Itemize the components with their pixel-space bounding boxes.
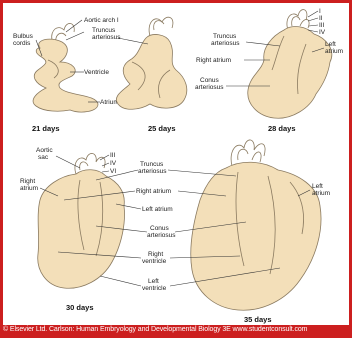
stage-30-days: Aortic sac III IV VI Right atrium 30 day… [20,147,125,312]
label-truncus-25-1: Truncus [92,27,116,34]
label-conus-30-2: arteriosus [147,232,176,239]
label-left-ventricle-1: Left [148,278,159,285]
label-left-ventricle-2: ventricle [142,285,167,292]
label-left-atrium-28-1: Left [325,41,336,48]
label-arch-iii-30: III [110,152,116,159]
label-ventricle: Ventricle [84,69,109,76]
label-truncus-25-2: arteriosus [92,34,121,41]
copyright-footer: © Elsevier Ltd. Carlson: Human Embryolog… [0,325,352,338]
label-arch-iv-30: IV [110,160,117,167]
day-label-25: 25 days [148,124,176,133]
label-right-atrium-28: Right atrium [196,57,231,64]
label-truncus-28-1: Truncus [213,33,237,40]
label-right-ventricle-1: Right [148,251,163,258]
copyright-text: © Elsevier Ltd. Carlson: Human Embryolog… [3,326,307,333]
label-aortic-sac-1: Aortic [36,147,53,154]
label-left-atrium-35-2: atrium [312,190,330,197]
label-aortic-arch-i: Aortic arch I [84,17,119,24]
label-right-atrium-mid: Right atrium [136,188,171,195]
heart-35 [191,162,321,310]
heart-30 [38,170,125,289]
label-arch-ii-28: II [319,15,323,22]
day-label-30: 30 days [66,303,94,312]
label-bulbus-cordis-1: Bulbus [13,33,34,40]
label-conus-28-1: Conus [200,77,220,84]
looped-heart-25 [116,35,186,110]
label-conus-30-1: Conus [150,225,170,232]
label-aortic-sac-2: sac [38,154,49,161]
label-truncus-28-2: arteriosus [211,40,240,47]
early-labels [66,32,84,40]
day-label-21: 21 days [32,124,60,133]
label-truncus-30-2: arteriosus [138,168,167,175]
aortic-arches-25 [149,17,173,36]
aortic-arches-25b [154,21,164,30]
label-arch-i-28: I [319,8,321,15]
label-atrium: Atrium [100,99,119,106]
label-left-atrium-mid: Left atrium [142,206,173,213]
label-right-atrium-30-1: Right [20,178,35,185]
label-arch-iv-28: IV [319,29,326,36]
day-label-28: 28 days [268,124,296,133]
aortic-arches-35b [238,149,261,162]
stage-35-days: Left atrium 35 days [191,140,330,324]
label-truncus-30-1: Truncus [140,161,164,168]
heart-28 [248,27,332,119]
label-left-atrium-35-1: Left [312,183,323,190]
label-bulbus-cordis-2: cordis [13,40,31,47]
label-right-ventricle-2: ventricle [142,258,167,265]
day-label-35: 35 days [244,315,272,324]
label-arch-vi-30: VI [110,168,116,175]
label-arch-iii-28: III [319,22,325,29]
stage-28-days: Truncus arteriosus Right atrium Conus ar… [195,8,343,133]
label-conus-28-2: arteriosus [195,84,224,91]
label-left-atrium-28-2: atrium [325,48,343,55]
aortic-arches-30b [80,162,88,170]
label-right-atrium-30-2: atrium [20,185,38,192]
